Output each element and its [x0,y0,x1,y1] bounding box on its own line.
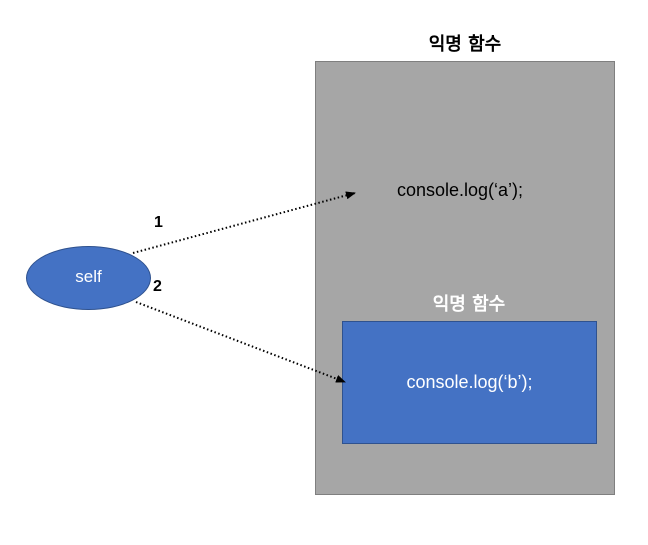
arrow-2-label: 2 [153,278,162,295]
outer-function-code: console.log(‘a’); [396,180,524,200]
self-node-label: self [75,267,102,286]
arrow-1 [132,191,356,254]
arrow-1-label: 1 [154,214,163,231]
inner-function-title: 익명 함수 [432,294,506,315]
inner-function-code: console.log(‘b’); [406,372,533,392]
outer-function-title: 익명 함수 [428,34,502,55]
arrow-2 [135,301,346,383]
self-node [26,246,151,310]
